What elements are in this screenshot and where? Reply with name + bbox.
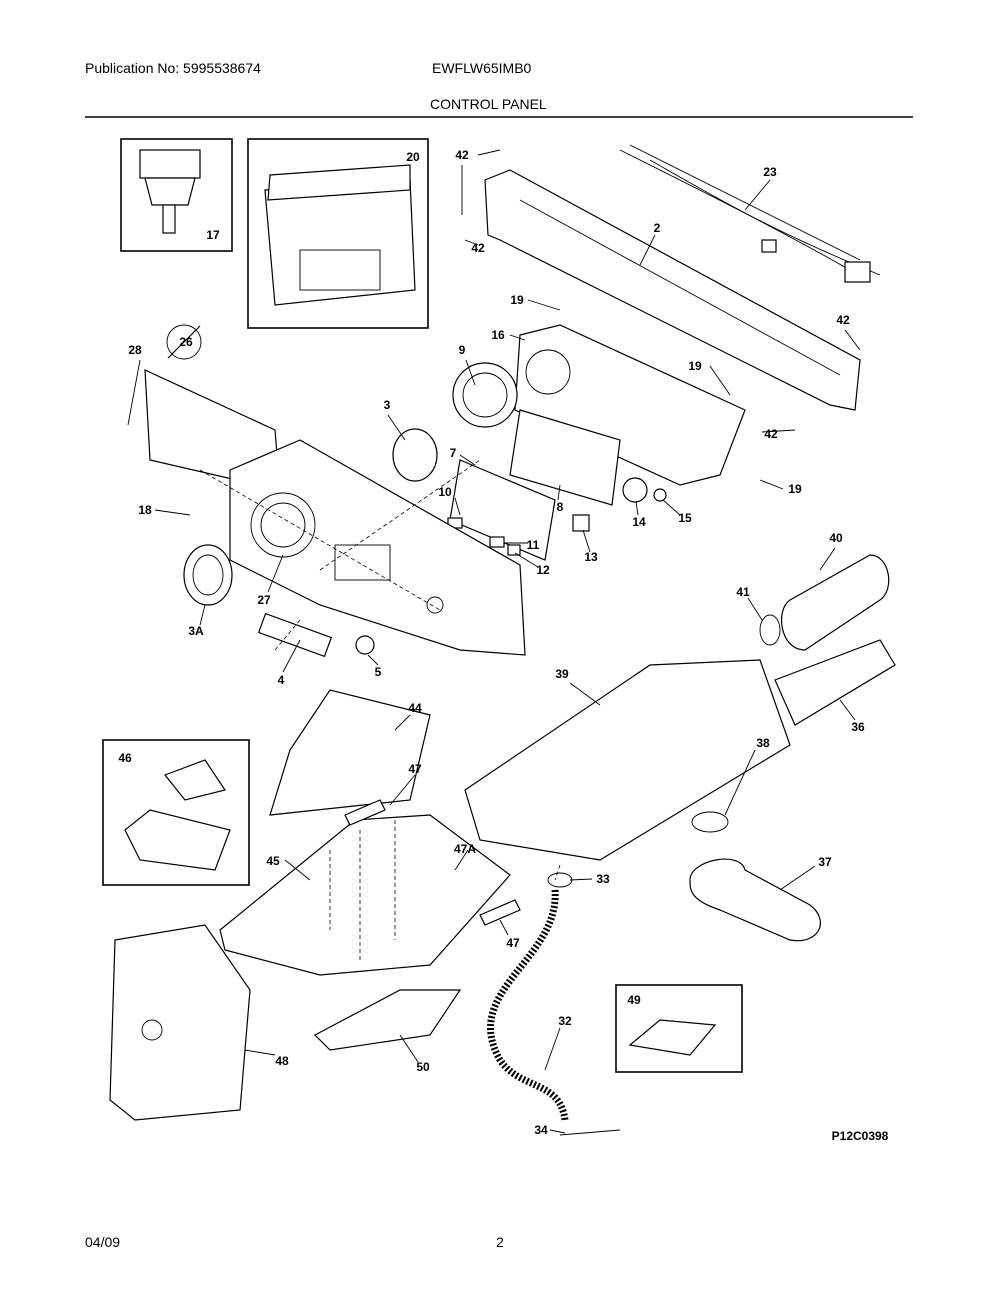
- control-panel-frame-part: [484, 169, 861, 411]
- dispenser-housing-part: [464, 659, 791, 861]
- part-label-41: 41: [736, 585, 750, 599]
- part-label-3: 3: [383, 398, 391, 412]
- inset-box-46: [102, 739, 250, 886]
- knob-cap-part: [355, 635, 375, 655]
- part-label-9: 9: [458, 343, 466, 357]
- inset-box-20: [247, 138, 429, 329]
- button-12-part: [507, 544, 521, 556]
- detergent-cup-part: [124, 809, 231, 871]
- model-number: EWFLW65IMB0: [432, 60, 532, 76]
- part-label-5: 5: [374, 665, 382, 679]
- part-label-19: 19: [788, 482, 802, 496]
- part-label-15: 15: [678, 511, 692, 525]
- drain-hose-part: [487, 889, 569, 1121]
- part-label-23: 23: [763, 165, 777, 179]
- part-label-47: 47: [506, 936, 520, 950]
- part-label-12: 12: [536, 563, 550, 577]
- control-board-part: [264, 164, 416, 306]
- drawer-tray-part: [314, 989, 462, 1051]
- part-label-20: 20: [406, 150, 420, 164]
- trim-ring-part: [183, 544, 233, 606]
- part-label-36: 36: [851, 720, 865, 734]
- display-lens-part: [509, 409, 621, 506]
- part-label-42: 42: [836, 313, 850, 327]
- clamp-38-part: [691, 811, 729, 833]
- button-15-part: [653, 488, 667, 502]
- button-keys-part: [257, 612, 333, 658]
- part-label-45: 45: [266, 854, 280, 868]
- footer-date: 04/09: [85, 1234, 121, 1250]
- part-label-7: 7: [449, 446, 457, 460]
- inset-box-17: [120, 138, 233, 252]
- part-label-4: 4: [277, 673, 285, 687]
- leader-lines: [127, 149, 861, 1134]
- part-label-37: 37: [818, 855, 832, 869]
- part-label-44: 44: [408, 701, 422, 715]
- siphon-cap-part: [344, 799, 386, 826]
- o-ring-part: [759, 614, 781, 646]
- dispenser-drawer-insert-part: [269, 689, 431, 816]
- front-control-panel-part: [229, 439, 526, 656]
- lens-frame-part: [449, 459, 556, 561]
- encoder-part: [622, 477, 648, 503]
- part-label-47: 47: [408, 762, 422, 776]
- section-title: CONTROL PANEL: [430, 96, 547, 112]
- part-label-2: 2: [653, 221, 661, 235]
- part-label-10: 10: [438, 485, 452, 499]
- part-label-40: 40: [829, 531, 843, 545]
- publication-number: Publication No: 5995538674: [85, 60, 261, 76]
- hose-tie-part: [559, 1129, 621, 1136]
- part-label-33: 33: [596, 872, 610, 886]
- siphon-cap-lower-part: [479, 899, 521, 926]
- water-valve-part: [774, 639, 896, 726]
- part-label-46: 46: [118, 751, 132, 765]
- part-label-19: 19: [688, 359, 702, 373]
- part-label-16: 16: [491, 328, 505, 342]
- part-label-14: 14: [632, 515, 646, 529]
- inset-box-49: [615, 984, 743, 1073]
- part-label-8: 8: [556, 500, 564, 514]
- part-label-48: 48: [275, 1054, 289, 1068]
- part-label-42: 42: [471, 241, 485, 255]
- not-available-symbol-icon: [166, 324, 202, 360]
- part-label-3a: 3A: [188, 624, 204, 638]
- button-11-part: [489, 536, 505, 548]
- part-label-39: 39: [555, 667, 569, 681]
- figure-id: P12C0398: [831, 1129, 889, 1143]
- button-13-part: [572, 514, 590, 532]
- part-label-18: 18: [138, 503, 152, 517]
- part-label-11: 11: [526, 538, 540, 552]
- display-housing-part: [514, 324, 746, 486]
- part-label-47a: 47A: [453, 842, 477, 856]
- selector-ring-part: [452, 362, 518, 428]
- part-label-38: 38: [756, 736, 770, 750]
- part-label-42: 42: [764, 427, 778, 441]
- part-label-19: 19: [510, 293, 524, 307]
- filter-tube-part: [781, 554, 890, 651]
- part-label-34: 34: [534, 1123, 548, 1137]
- part-label-26: 26: [179, 335, 193, 349]
- pressure-switch-part: [139, 149, 201, 234]
- part-label-13: 13: [584, 550, 598, 564]
- part-label-28: 28: [128, 343, 142, 357]
- knob-part: [392, 428, 438, 482]
- page-number: 2: [496, 1234, 504, 1250]
- bellows-hose-part: [689, 858, 821, 942]
- clamp-33-part: [547, 872, 573, 888]
- drawer-front-part: [109, 924, 251, 1121]
- part-label-49: 49: [627, 993, 641, 1007]
- part-label-50: 50: [416, 1060, 430, 1074]
- part-label-42: 42: [455, 148, 469, 162]
- dispenser-drawer-part: [219, 814, 511, 976]
- part-label-32: 32: [558, 1014, 572, 1028]
- part-label-17: 17: [206, 228, 220, 242]
- spacer-part: [628, 1019, 717, 1056]
- wire-harness-part: [619, 144, 881, 276]
- part-label-27: 27: [257, 593, 271, 607]
